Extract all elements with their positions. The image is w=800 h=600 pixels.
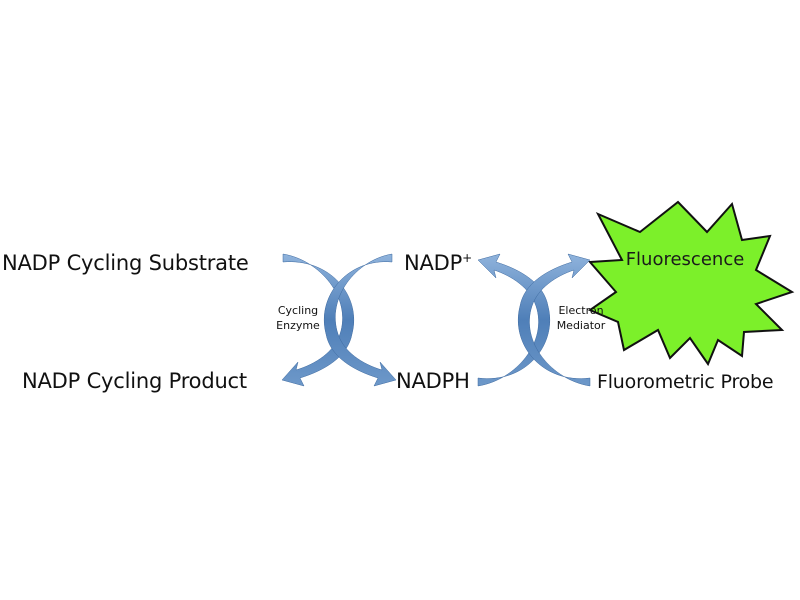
nadp-to-nadph-arc: [324, 253, 397, 387]
cycling-enzyme-line-2: Enzyme: [276, 318, 320, 332]
cycling-enzyme-label: Cycling Enzyme: [270, 304, 326, 334]
nadp-cycling-product-label: NADP Cycling Product: [22, 369, 247, 393]
probe-to-fluorescence-arc: [518, 253, 591, 387]
fluorometric-probe-label: Fluorometric Probe: [597, 371, 774, 393]
nadp-superscript: +: [462, 251, 472, 265]
nadp-text: NADP: [404, 251, 463, 275]
nadph-to-nadp-arc: [477, 253, 550, 387]
electron-mediator-line-2: Mediator: [556, 318, 606, 332]
fluorescence-burst: [587, 200, 795, 367]
electron-mediator-line-1: Electron: [558, 304, 604, 317]
nadph-label: NADPH: [396, 369, 470, 393]
fluorescence-label: Fluorescence: [625, 249, 745, 270]
nadp-plus-label: NADP+: [404, 251, 472, 275]
nadp-cycling-substrate-label: NADP Cycling Substrate: [2, 251, 249, 275]
cycling-enzyme-line-1: Cycling: [277, 304, 319, 317]
electron-mediator-label: Electron Mediator: [548, 304, 614, 334]
